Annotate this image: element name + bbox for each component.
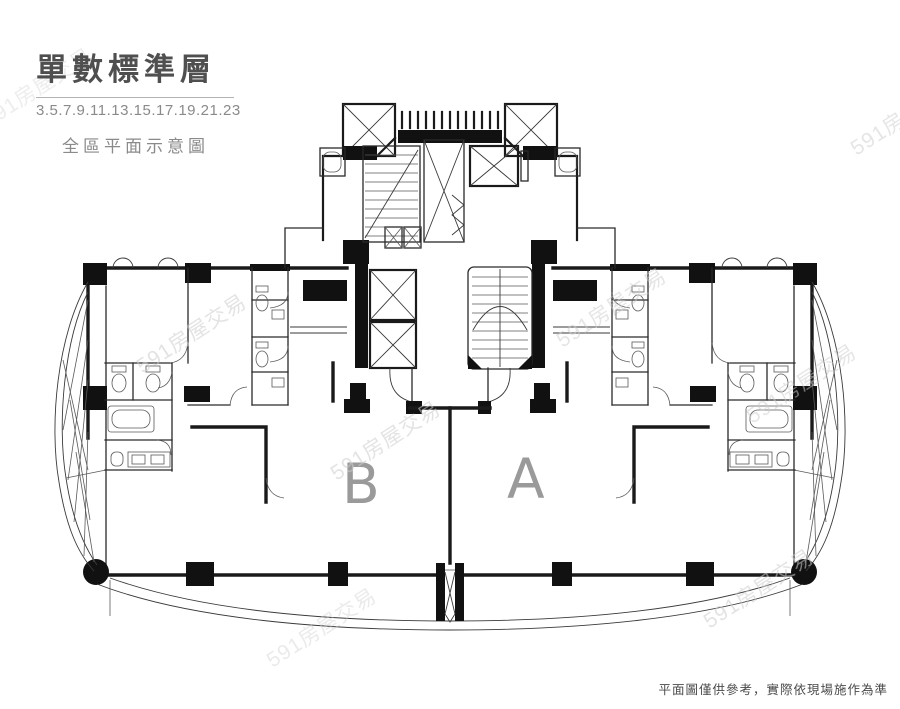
- window-bay-arcs: [112, 257, 179, 269]
- title-block: 單數標準層 3.5.7.9.11.13.15.17.19.21.23 全區平面示…: [36, 52, 241, 157]
- wing-outer-walls: [86, 266, 438, 577]
- elevator-bank: [368, 268, 418, 370]
- central-vent-shaft: [423, 139, 465, 243]
- upper-elevator: [468, 144, 529, 188]
- unit-labels: B A: [342, 447, 545, 516]
- bathroom-fixtures: [107, 285, 285, 468]
- page-title: 單數標準層: [36, 52, 216, 87]
- upper-stairwell: [362, 145, 422, 249]
- core-wall-bands: [343, 146, 557, 401]
- utility-rooms: [319, 147, 581, 177]
- louver-grille: [398, 110, 502, 143]
- terrace-curves: [96, 577, 451, 631]
- door-swing-arcs: [156, 291, 289, 499]
- core-outline: [284, 154, 616, 269]
- kitchen-stove-grid: [305, 283, 336, 301]
- title-divider: [36, 96, 234, 98]
- bottom-vent-shaft: [436, 563, 464, 623]
- curved-balcony: [54, 281, 107, 572]
- lobby-entry-doors: [389, 367, 511, 403]
- unit-b-label: B: [342, 452, 380, 516]
- wing-right: [448, 256, 847, 632]
- unit-a-label: A: [507, 447, 545, 511]
- floor-numbers: 3.5.7.9.11.13.15.17.19.21.23: [36, 101, 241, 119]
- main-stairwell: [467, 266, 533, 370]
- plan-subtitle: 全區平面示意圖: [62, 136, 209, 156]
- wing-left: [54, 257, 451, 631]
- interior-walls: [104, 267, 347, 504]
- disclaimer-text: 平面圖僅供參考，實際依現場施作為準: [658, 683, 888, 697]
- structural-columns: [83, 263, 370, 586]
- unit-divider-wall: [406, 401, 492, 565]
- central-core: [284, 102, 616, 623]
